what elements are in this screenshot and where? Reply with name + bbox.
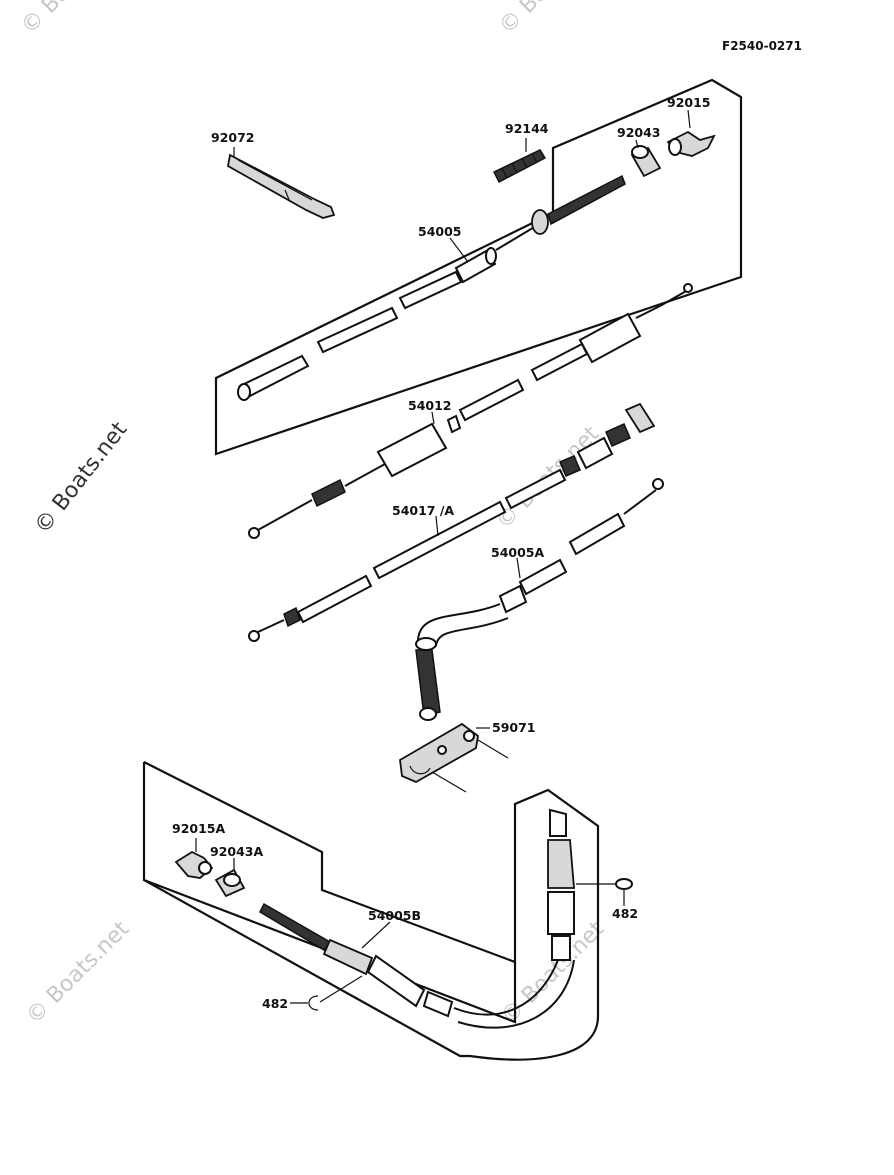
leader-92015 [687, 109, 691, 129]
bracket-59071 [399, 722, 509, 793]
watermark-text: © Boats.net [17, 0, 130, 39]
leader-54017A [435, 515, 439, 537]
label-59071: 59071 [492, 720, 536, 735]
clip-482-right [576, 878, 633, 890]
leader-54005A [516, 557, 521, 579]
watermark-bottom-left: © Boats.net [22, 916, 135, 1029]
cable-54005B [259, 808, 575, 1029]
cable-54017A [248, 402, 656, 642]
leader-54005B [361, 921, 391, 949]
watermark-text: © Boats.net [22, 916, 135, 1029]
label-92043A: 92043A [210, 844, 263, 859]
watermark-top-center: © Boats.net [495, 0, 608, 39]
label-92015A: 92015A [172, 821, 225, 836]
label-482-left: 482 [262, 996, 288, 1011]
leader-54005 [449, 237, 469, 263]
leader-54012 [431, 411, 435, 425]
watermark-text: © Boats.net [495, 0, 608, 39]
label-92043: 92043 [617, 125, 661, 140]
cable-54012 [248, 283, 693, 539]
wingnut-92015A [174, 850, 214, 879]
lower-kit-step [143, 761, 516, 964]
figure-code: F2540-0271 [722, 39, 802, 53]
label-92072: 92072 [211, 130, 255, 145]
watermark-side: © Boats.net [30, 417, 133, 538]
label-54005: 54005 [418, 224, 462, 239]
label-54005A: 54005A [491, 545, 544, 560]
clip-482-left [308, 975, 363, 1011]
label-482-right: 482 [612, 906, 638, 921]
wingnut-92015 [666, 130, 716, 157]
upper-kit-outline [214, 78, 743, 456]
cable-54005 [237, 174, 626, 401]
lower-kit-outline [142, 762, 600, 1061]
watermark-side-text: © Boats.net [30, 417, 133, 538]
label-92015: 92015 [667, 95, 711, 110]
label-54005B: 54005B [368, 908, 421, 923]
watermark-top-left: © Boats.net [17, 0, 130, 39]
spring-92144 [492, 149, 547, 184]
leader-92043 [635, 139, 639, 149]
strap-92072 [226, 153, 336, 219]
label-54012: 54012 [408, 398, 452, 413]
label-92144: 92144 [505, 121, 549, 136]
nut-92043A [214, 868, 246, 898]
cable-54005A [415, 478, 664, 721]
label-54017A: 54017 /A [392, 503, 454, 518]
nut-92043 [630, 145, 662, 178]
